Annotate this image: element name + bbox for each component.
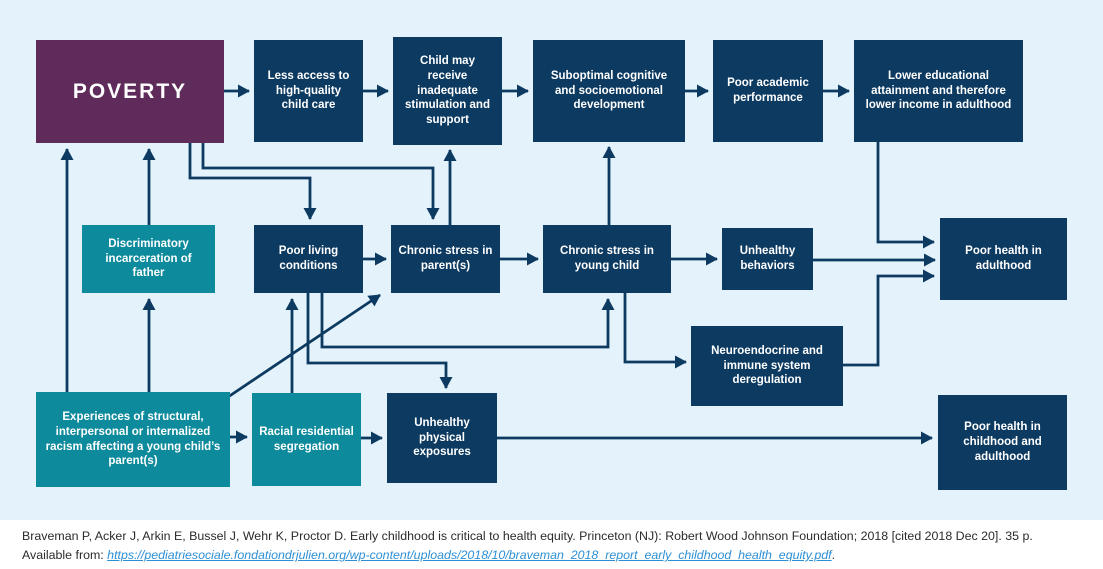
edge-poor-living-unhealthy-physical <box>306 293 453 389</box>
node-label: Less access to high-quality child care <box>267 69 350 112</box>
edge-chronic-child-neuroendocrine <box>623 293 687 369</box>
node-label: Discriminatory incarceration of father <box>105 237 192 280</box>
node-inadequate-stimulation: Child may receive inadequate stimulation… <box>393 37 502 145</box>
node-label: Chronic stress in young child <box>560 245 654 272</box>
citation-line-2: Available from: https://pediatriesociale… <box>22 546 1103 565</box>
node-label: Poor academic performance <box>727 77 809 104</box>
node-poor-living-conditions: Poor living conditions <box>254 225 363 293</box>
node-label: Lower educational attainment and therefo… <box>865 69 1012 112</box>
flowchart-diagram: POVERTY Less access to high-quality chil… <box>0 0 1103 520</box>
edge-neuroendocrine-poor-health-adulthood <box>843 269 935 367</box>
arrows-layer <box>60 84 936 445</box>
citation: Braveman P, Acker J, Arkin E, Bussel J, … <box>0 520 1103 569</box>
node-label: Chronic stress in parent(s) <box>398 245 493 272</box>
node-chronic-stress-young-child: Chronic stress in young child <box>543 225 671 293</box>
node-less-access-child-care: Less access to high-quality child care <box>254 40 363 142</box>
node-neuroendocrine-deregulation: Neuroendocrine and immune system deregul… <box>691 326 843 406</box>
edge-experiences-chronic-parent <box>227 293 381 399</box>
node-racial-residential-segregation: Racial residential segregation <box>252 393 361 486</box>
node-label: Poor health in childhood and adulthood <box>963 421 1042 463</box>
citation-line-1: Braveman P, Acker J, Arkin E, Bussel J, … <box>22 527 1103 546</box>
citation-link[interactable]: https://pediatriesociale.fondationdrjuli… <box>107 548 832 563</box>
node-label: Unhealthy behaviors <box>739 245 796 272</box>
node-unhealthy-physical-exposures: Unhealthy physical exposures <box>387 393 497 483</box>
node-label: Racial residential segregation <box>259 425 354 453</box>
node-poor-health-adulthood: Poor health in adulthood <box>940 218 1067 300</box>
citation-text: Braveman P, Acker J, Arkin E, Bussel J, … <box>22 529 1033 543</box>
node-chronic-stress-parents: Chronic stress in parent(s) <box>391 225 500 293</box>
node-label: Unhealthy physical exposures <box>413 416 471 459</box>
node-label: Poor health in adulthood <box>965 245 1042 272</box>
node-poor-academic-performance: Poor academic performance <box>713 40 823 142</box>
node-label: Experiences of structural, interpersonal… <box>45 410 221 468</box>
citation-available-prefix: Available from: <box>22 548 108 563</box>
node-poor-health-childhood-adulthood: Poor health in childhood and adulthood <box>938 395 1067 490</box>
edge-poverty-poor-living <box>188 143 317 220</box>
edge-poverty-chronic-parent <box>201 143 440 220</box>
node-label: Suboptimal cognitive and socioemotional … <box>550 69 668 112</box>
node-label: Child may receive inadequate stimulation… <box>405 54 490 127</box>
node-label: POVERTY <box>72 79 188 103</box>
node-experiences-of-racism: Experiences of structural, interpersonal… <box>36 392 230 487</box>
node-label: Poor living conditions <box>278 245 339 272</box>
node-suboptimal-development: Suboptimal cognitive and socioemotional … <box>533 40 685 142</box>
node-poverty: POVERTY <box>36 40 224 143</box>
citation-period: . <box>831 548 836 563</box>
node-unhealthy-behaviors: Unhealthy behaviors <box>722 228 813 290</box>
node-lower-educational-attainment: Lower educational attainment and therefo… <box>854 40 1023 142</box>
node-label: Neuroendocrine and immune system deregul… <box>711 344 823 387</box>
edge-lower-educational-poor-health-adulthood <box>876 142 935 249</box>
node-discriminatory-incarceration: Discriminatory incarceration of father <box>82 225 215 293</box>
edge-poor-living-chronic-child <box>320 293 615 349</box>
